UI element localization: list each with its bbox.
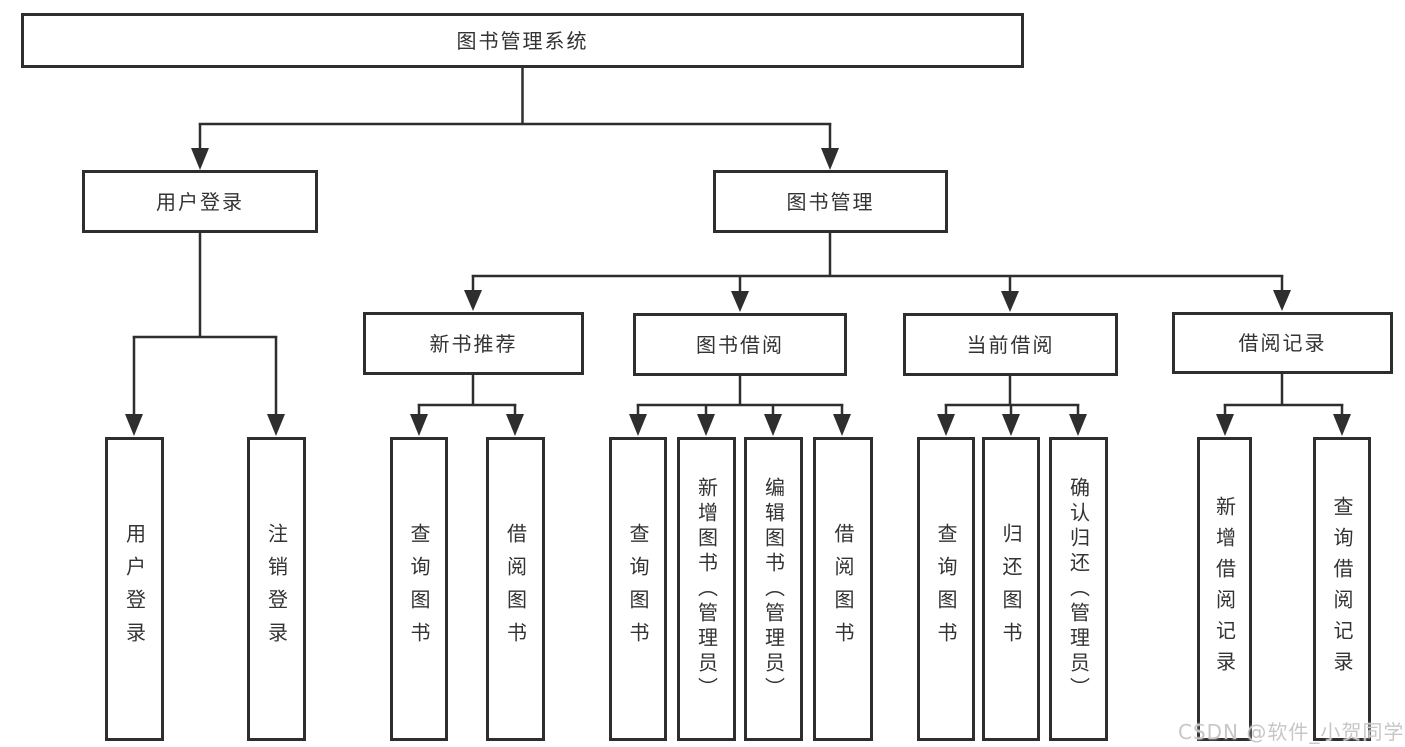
leaf-query-books-current: 查询图书 — [917, 437, 975, 741]
leaf-edit-books-admin: 编辑图书（管理员） — [744, 437, 803, 741]
leaf-logout: 注销登录 — [247, 437, 306, 741]
node-borrow-records: 借阅记录 — [1172, 312, 1393, 374]
leaf-query-books-borrow: 查询图书 — [609, 437, 667, 741]
leaf-borrow-books: 借阅图书 — [813, 437, 873, 741]
leaf-user-login: 用户登录 — [105, 437, 164, 741]
csdn-watermark: CSDN @软件_小贺同学 — [1178, 720, 1405, 744]
leaf-add-books-admin: 新增图书（管理员） — [677, 437, 736, 741]
leaf-add-borrow-record: 新增借阅记录 — [1197, 437, 1252, 741]
node-book-management: 图书管理 — [713, 170, 948, 233]
node-new-book-recommend: 新书推荐 — [363, 312, 584, 375]
leaf-return-books: 归还图书 — [982, 437, 1040, 741]
leaf-query-books-recommend: 查询图书 — [390, 437, 448, 741]
node-current-borrowing: 当前借阅 — [903, 313, 1118, 376]
node-book-borrowing: 图书借阅 — [633, 313, 847, 376]
leaf-borrow-books-recommend: 借阅图书 — [486, 437, 545, 741]
node-user-login: 用户登录 — [82, 170, 318, 233]
node-library-management-system: 图书管理系统 — [21, 13, 1024, 68]
leaf-query-borrow-record: 查询借阅记录 — [1313, 437, 1371, 741]
leaf-confirm-return-admin: 确认归还（管理员） — [1049, 437, 1108, 741]
